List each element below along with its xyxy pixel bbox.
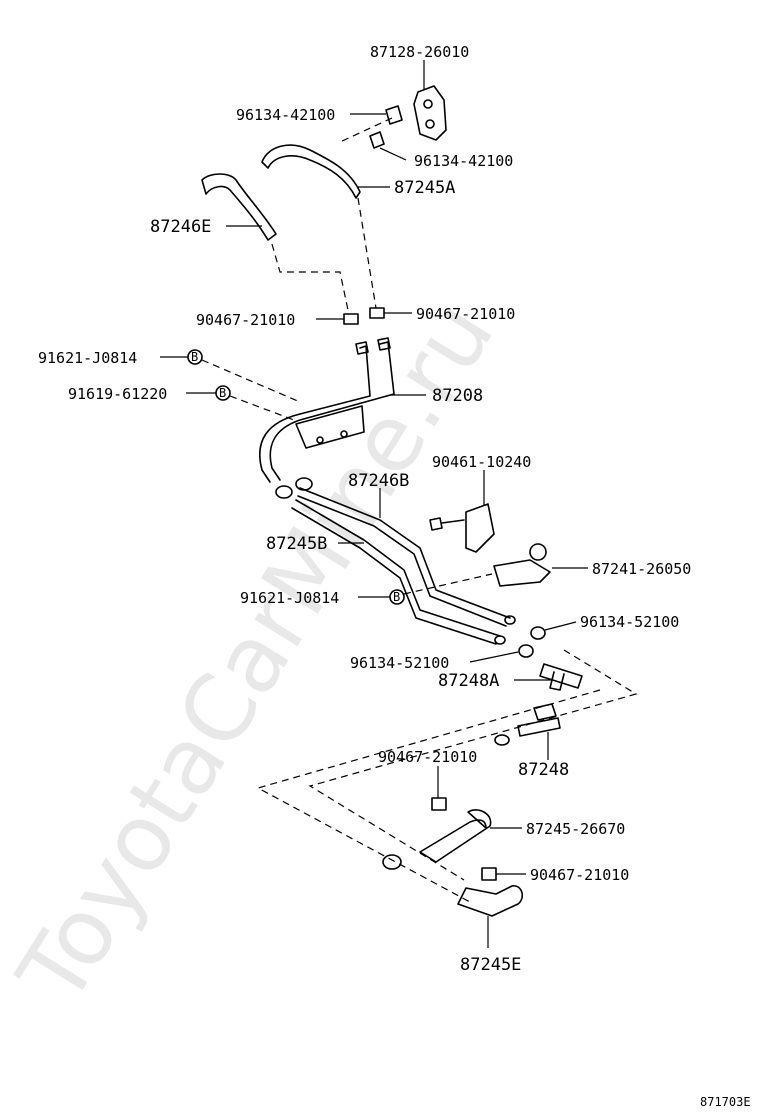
hose-end-2 — [494, 635, 506, 645]
leader-96134-b — [379, 147, 407, 161]
label-87246e: 87246E — [150, 217, 211, 237]
bracket-87241 — [493, 543, 551, 587]
label-91621-j0814-a: 91621-J0814 — [38, 349, 137, 367]
diagram-code: 871703E — [700, 1095, 751, 1109]
label-96134-42100-a: 96134-42100 — [236, 106, 335, 124]
label-96134-42100-b: 96134-42100 — [414, 152, 513, 170]
clamp-90467-b — [369, 307, 385, 319]
label-90467-21010-a: 90467-21010 — [196, 311, 295, 329]
joint-87248 — [517, 703, 561, 737]
hose-87245a — [261, 144, 361, 199]
marker-b-2: B — [215, 385, 231, 401]
label-90467-21010-c: 90467-21010 — [378, 748, 477, 766]
guide-b1 — [201, 359, 301, 403]
svg-text:B: B — [191, 350, 198, 364]
hose-87245e — [457, 885, 524, 917]
label-87241-26050: 87241-26050 — [592, 560, 691, 578]
label-87245a: 87245A — [394, 178, 455, 198]
clamp-ring-3 — [494, 734, 510, 746]
leader-96134-c — [544, 621, 577, 631]
clamp-96134-d — [518, 644, 534, 658]
label-87248: 87248 — [518, 760, 569, 780]
label-87246b: 87246B — [348, 471, 409, 491]
marker-b-3: B — [389, 589, 405, 605]
clamp-90467-a — [343, 313, 359, 325]
guide-lower-2 — [256, 689, 601, 903]
pipe-87208 — [259, 337, 395, 483]
leader-96134-d — [469, 651, 519, 663]
hose-87246b — [297, 487, 511, 627]
label-87248a: 87248A — [438, 671, 499, 691]
tee-87248a — [539, 663, 583, 691]
guide-top-1 — [339, 117, 393, 143]
label-87245b: 87245B — [266, 534, 327, 554]
label-91621-j0814-b: 91621-J0814 — [240, 589, 339, 607]
guide-b2 — [229, 395, 295, 421]
guide-lower-1 — [308, 649, 638, 881]
hose-clamp-96134-upper — [369, 105, 403, 149]
label-87208: 87208 — [432, 386, 483, 406]
clamp-ring-4 — [382, 854, 402, 870]
marker-b-1: B — [187, 349, 203, 365]
guide-top-2 — [271, 243, 349, 311]
hose-end-1 — [504, 615, 516, 625]
bolt-90461 — [429, 503, 495, 553]
clamp-96134-c — [530, 626, 546, 640]
label-90467-21010-b: 90467-21010 — [416, 305, 515, 323]
label-87128-26010: 87128-26010 — [370, 43, 469, 61]
label-87245e: 87245E — [460, 955, 521, 975]
water-valve-87128 — [413, 85, 447, 141]
label-90461-10240: 90461-10240 — [432, 453, 531, 471]
svg-text:B: B — [219, 386, 226, 400]
label-91619-61220: 91619-61220 — [68, 385, 167, 403]
label-96134-52100-d: 96134-52100 — [350, 654, 449, 672]
hose-87246e — [201, 173, 277, 241]
label-90467-21010-d: 90467-21010 — [530, 866, 629, 884]
label-96134-52100-c: 96134-52100 — [580, 613, 679, 631]
svg-text:B: B — [393, 590, 400, 604]
hose-87245-26670 — [419, 809, 492, 863]
guide-top-3 — [357, 197, 377, 309]
label-87245-26670: 87245-26670 — [526, 820, 625, 838]
hose-87245b — [291, 499, 501, 645]
clamp-90467-d — [481, 867, 497, 881]
clamp-ring-1 — [275, 485, 293, 499]
guide-b3 — [403, 573, 493, 595]
clamp-90467-c — [431, 797, 447, 811]
